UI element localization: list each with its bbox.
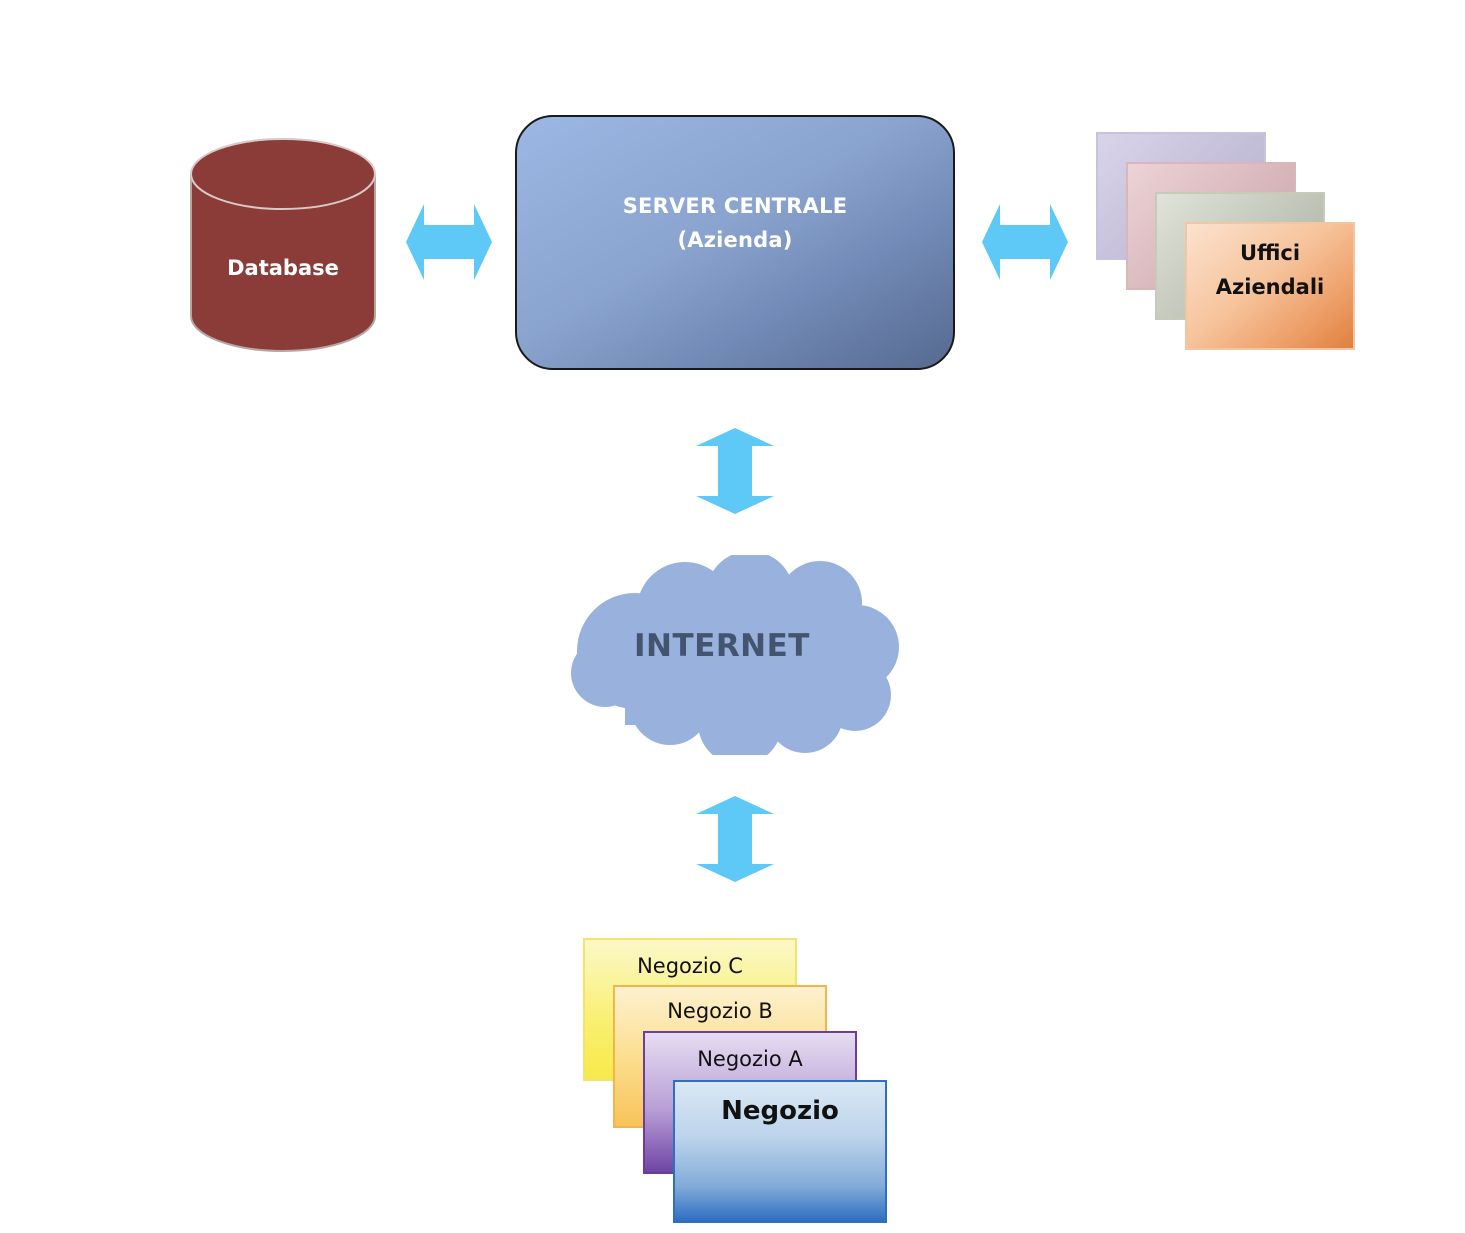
server-subtitle: (Azienda) [677,227,793,252]
server-internet-arrow [696,428,774,514]
internet-label: INTERNET [634,628,810,664]
server-centrale-box: SERVER CENTRALE (Azienda) [515,115,955,370]
database-label: Database [227,256,339,280]
offices-title: Uffici [1239,241,1301,265]
offices-subtitle: Aziendali [1215,275,1325,299]
shop-b-label: Negozio B [667,999,773,1023]
office-card-front: Uffici Aziendali [1185,222,1355,350]
shop-card-main: Negozio [673,1080,887,1223]
server-title: SERVER CENTRALE [622,193,848,218]
server-offices-arrow [982,204,1068,280]
shop-c-label: Negozio C [637,954,743,978]
shop-main-label: Negozio [721,1096,839,1126]
internet-shops-arrow [696,796,774,882]
internet-cloud [571,555,899,755]
db-server-arrow [406,204,492,280]
shop-a-label: Negozio A [697,1047,803,1071]
database-cylinder: Database [190,138,376,352]
